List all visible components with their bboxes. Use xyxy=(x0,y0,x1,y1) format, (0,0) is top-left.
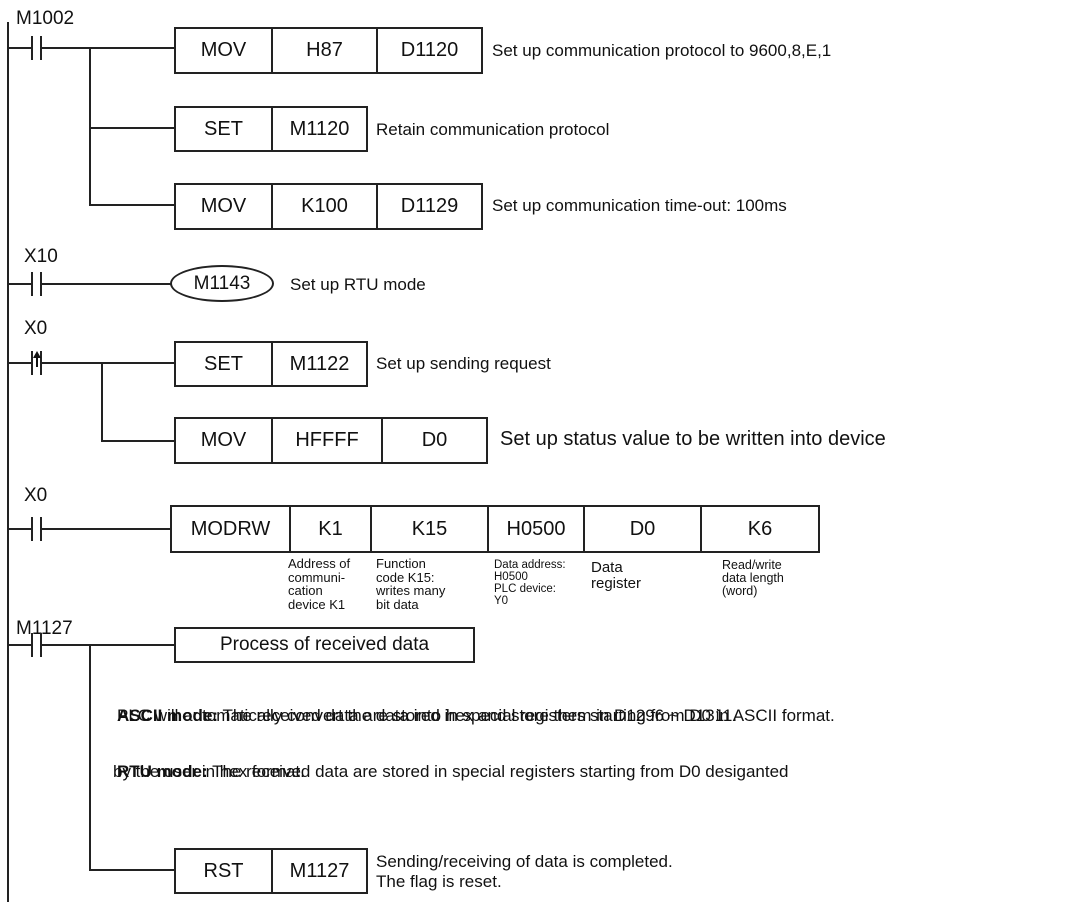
contact-label-m1002: M1002 xyxy=(16,8,75,29)
rtu-paragraph-line2: by the user in hex format. xyxy=(113,762,305,781)
instr-set-op: SET xyxy=(174,106,273,152)
rising-edge-arrow-icon xyxy=(33,351,41,367)
rung5-wire-main xyxy=(42,644,175,646)
comment-rtu: Set up RTU mode xyxy=(290,275,426,294)
instr-mov-src: H87 xyxy=(271,27,378,74)
contact-m1002-bar-l xyxy=(31,36,33,60)
rtu-title: RTU mode: xyxy=(117,762,208,782)
note-k15: Function code K15: writes many bit data xyxy=(376,556,446,612)
contact-label-x0: X0 xyxy=(24,485,48,506)
left-power-rail xyxy=(7,22,9,902)
comment-protocol: Set up communication protocol to 9600,8,… xyxy=(492,41,832,60)
instr-mov-dst: D1120 xyxy=(376,27,483,74)
comment-sending: Set up sending request xyxy=(376,354,551,373)
comment-retain: Retain communication protocol xyxy=(376,120,610,139)
instr-modrw-h0500: H0500 xyxy=(487,505,585,553)
instr-mov2-op: MOV xyxy=(174,183,273,230)
contact-label-x0-rise: X0 xyxy=(24,318,48,339)
instr-modrw-k6: K6 xyxy=(700,505,820,553)
contact-x0-bar-r xyxy=(40,517,42,541)
rtu-text: The received data are stored in special … xyxy=(207,762,789,782)
note-k1: Address of communi- cation device K1 xyxy=(288,556,351,612)
instr-modrw-k15: K15 xyxy=(370,505,489,553)
contact-x10-bar-r xyxy=(40,272,42,296)
rung2-wire-left xyxy=(9,283,31,285)
rung3-wire-left xyxy=(9,362,31,364)
contact-x0r-bar-r xyxy=(40,351,42,375)
rtu-paragraph: RTU mode: The received data are stored i… xyxy=(117,740,789,783)
note-k6: Read/write data length (word) xyxy=(722,558,784,599)
rung1-branch3-wire xyxy=(89,204,176,206)
comment-rst-1: Sending/receiving of data is completed. xyxy=(376,852,673,871)
instr-set2-dst: M1122 xyxy=(271,341,368,387)
contact-x10-bar-l xyxy=(31,272,33,296)
rung1-wire-main xyxy=(42,47,176,49)
rung4-wire-left xyxy=(9,528,31,530)
rung1-wire-left xyxy=(9,47,31,49)
rung3-wire-main xyxy=(42,362,176,364)
instr-mov3-dst: D0 xyxy=(381,417,488,464)
rung4-wire-main xyxy=(42,528,172,530)
contact-m1127-bar-r xyxy=(40,633,42,657)
instr-set2-op: SET xyxy=(174,341,273,387)
ascii-text: The received data are stored in special … xyxy=(218,706,835,726)
contact-label-m1127: M1127 xyxy=(16,618,73,639)
comment-rst-2: The flag is reset. xyxy=(376,872,502,891)
instr-rst-dst: M1127 xyxy=(271,848,368,894)
coil-m1143: M1143 xyxy=(170,265,274,302)
comment-timeout: Set up communication time-out: 100ms xyxy=(492,196,787,215)
ascii-paragraph: ASCII mode: The received data are stored… xyxy=(117,684,835,727)
rung2-wire-main xyxy=(42,283,172,285)
instr-mov2-dst: D1129 xyxy=(376,183,483,230)
rung1-branch2-wire xyxy=(89,127,176,129)
ascii-paragraph-line2: PLC will automatically convert the data … xyxy=(117,706,738,725)
rung5-branch-vertical xyxy=(89,644,91,871)
note-d0: Data register xyxy=(591,559,642,592)
instr-rst-op: RST xyxy=(174,848,273,894)
instr-modrw-k1: K1 xyxy=(289,505,372,553)
rung5-wire-left xyxy=(9,644,31,646)
rung3-branch-vertical xyxy=(101,362,103,442)
contact-label-x10: X10 xyxy=(24,246,58,267)
instr-set-dst: M1120 xyxy=(271,106,368,152)
rung1-branch-vertical xyxy=(89,47,91,206)
instr-modrw-d0: D0 xyxy=(583,505,702,553)
instr-modrw-op: MODRW xyxy=(170,505,291,553)
instr-mov3-op: MOV xyxy=(174,417,273,464)
contact-m1002-bar-r xyxy=(40,36,42,60)
contact-x0-bar-l xyxy=(31,517,33,541)
comment-status: Set up status value to be written into d… xyxy=(500,428,886,450)
instr-mov-op: MOV xyxy=(174,27,273,74)
contact-x0r-bar-l xyxy=(31,351,33,375)
instr-mov2-src: K100 xyxy=(271,183,378,230)
rung5-branch2-wire xyxy=(89,869,176,871)
process-box: Process of received data xyxy=(174,627,475,663)
instr-mov3-src: HFFFF xyxy=(271,417,383,464)
note-h0500: Data address: H0500 PLC device: Y0 xyxy=(494,559,566,608)
contact-m1127-bar-l xyxy=(31,633,33,657)
rung3-branch2-wire xyxy=(101,440,176,442)
ascii-title: ASCII mode: xyxy=(117,706,219,726)
